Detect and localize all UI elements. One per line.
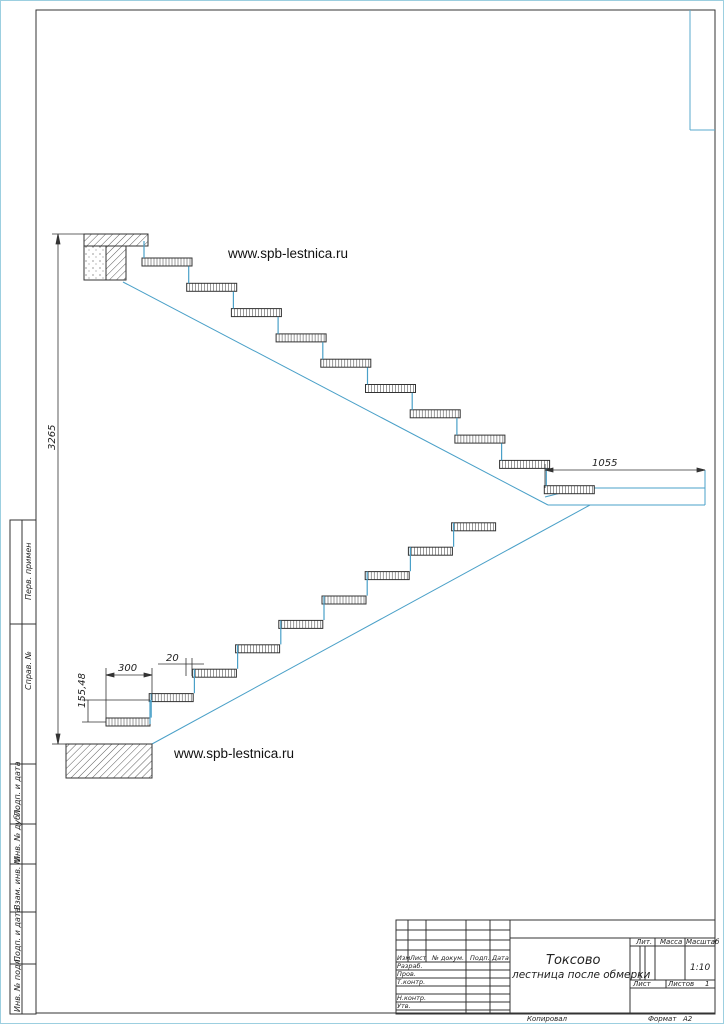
lower-flight-tread	[105, 717, 151, 727]
tb-kopiroval: Копировал	[527, 1015, 568, 1023]
dimension-label-tread: 300	[118, 663, 137, 674]
dimension-label-height-total: 3265	[47, 425, 58, 450]
tb-title-main: Токсово	[546, 953, 601, 968]
watermark-top: www.spb-lestnica.ru	[227, 246, 348, 261]
tb-masshtab: Масштаб	[686, 938, 720, 946]
tb-row-utv: Утв.	[397, 1002, 411, 1010]
dimension-label-nosing: 20	[166, 653, 179, 664]
tb-col-data: Дата	[491, 954, 509, 962]
lower-flight-tread	[278, 619, 324, 629]
lower-flight-tread	[364, 571, 410, 581]
dimension-height-total	[52, 233, 84, 745]
tb-list-label: Лист	[632, 980, 652, 988]
side-label-podp-data-2: Подп. и дата	[13, 907, 22, 962]
dimension-nosing	[158, 658, 204, 676]
lower-flight-tread	[321, 595, 367, 605]
upper-flight-tread	[499, 459, 551, 469]
tb-format-value: A2	[682, 1015, 693, 1023]
tb-col-list: Лист	[409, 954, 427, 962]
tb-format-label: Формат	[648, 1015, 677, 1023]
side-label-podp-data-1: Подп. и дата	[13, 761, 22, 816]
lower-flight-tread	[407, 546, 453, 556]
upper-flight-tread	[141, 257, 193, 267]
tb-col-izm: Изм	[397, 954, 410, 962]
stringer-lines	[122, 281, 706, 776]
upper-flight-tread	[543, 485, 595, 495]
tb-title-sub: лестница после обмерки	[511, 969, 651, 981]
upper-flight-tread	[320, 358, 372, 368]
dimension-step-height	[82, 699, 150, 723]
bottom-floor-slab	[65, 743, 153, 779]
tb-listov-value: 1	[705, 980, 709, 988]
side-label-vzam-inv: Взам. инв. №	[13, 856, 22, 910]
upper-flight-tread	[230, 308, 282, 318]
lower-flight-tread	[235, 644, 281, 654]
top-floor-slab	[83, 233, 149, 281]
tb-massa: Масса	[660, 938, 682, 946]
side-strip	[9, 519, 37, 1015]
tb-row-razrab: Разраб.	[397, 962, 423, 970]
side-label-inv-dubl: Инв. № дубл.	[13, 807, 22, 862]
dimension-landing	[544, 464, 706, 488]
dimension-label-step-height: 155,48	[77, 673, 88, 708]
upper-flight-tread	[365, 384, 416, 393]
tb-col-podp: Подп.	[470, 954, 490, 962]
upper-flight-tread	[275, 333, 327, 343]
tb-lit: Лит.	[635, 938, 652, 946]
inner-frame	[35, 9, 716, 1014]
upper-flight-tread	[409, 409, 461, 419]
dimension-label-landing: 1055	[592, 458, 617, 469]
tb-scale-value: 1:10	[690, 963, 710, 973]
tb-col-dokum: № докум.	[431, 954, 464, 962]
lower-flight-tread	[451, 522, 497, 532]
upper-flight-tread	[454, 434, 506, 444]
dimension-tread	[105, 668, 153, 720]
tb-row-prov: Пров.	[397, 970, 416, 978]
lower-flight-tread	[148, 693, 194, 703]
side-label-inv-podl: Инв. № подл.	[13, 957, 22, 1012]
tb-row-tkontr: Т.контр.	[397, 978, 425, 986]
side-label-perv-primen: Перв. примен	[24, 542, 33, 600]
tb-listov-label: Листов	[667, 980, 694, 988]
lower-flight-tread	[191, 668, 237, 678]
upper-flight-tread	[186, 282, 238, 292]
title-block	[395, 919, 716, 1015]
tb-row-nkontr: Н.контр.	[397, 994, 426, 1002]
watermark-bottom: www.spb-lestnica.ru	[173, 746, 294, 761]
stairs	[105, 241, 595, 727]
side-label-sprav-no: Справ. №	[24, 651, 33, 690]
